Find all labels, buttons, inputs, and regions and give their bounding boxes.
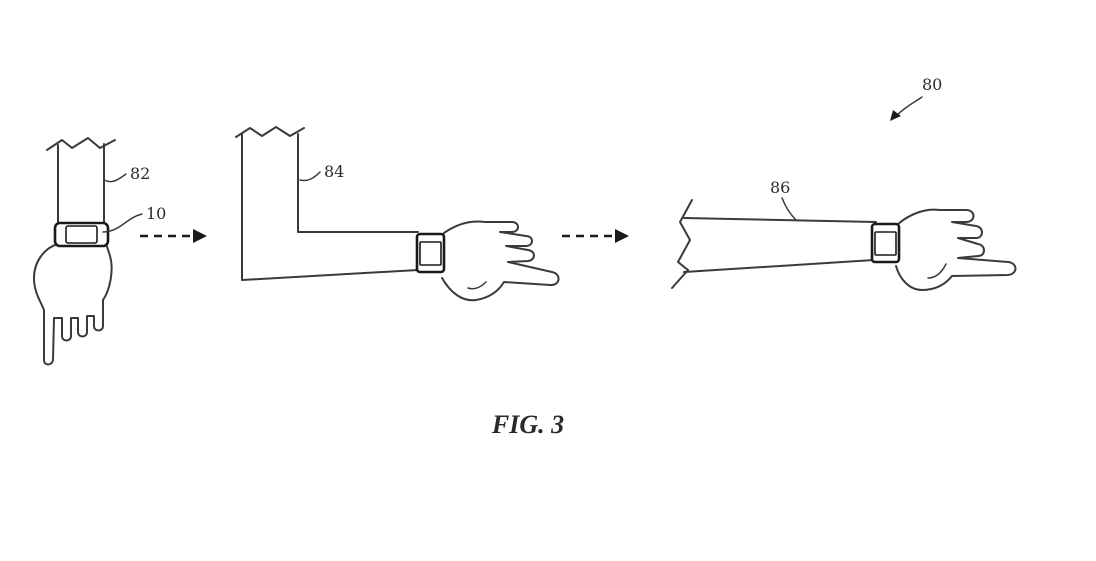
ref-80-group: 80 <box>890 75 942 121</box>
ref-80-arrowhead <box>890 110 901 121</box>
ref-84-leader <box>299 171 321 182</box>
ref-label-10: 10 <box>146 204 166 223</box>
arm-extended-cut-mark <box>671 199 693 289</box>
arm-bent-pose: 84 <box>235 126 560 302</box>
watch-86-screen <box>874 231 897 256</box>
ref-80-leader <box>895 96 923 117</box>
ref-82-leader <box>103 173 127 183</box>
ref-label-86: 86 <box>770 178 790 197</box>
figure-caption: FIG. 3 <box>491 410 564 439</box>
arm-bent-inner-edge <box>297 133 419 233</box>
ref-label-82: 82 <box>130 164 150 183</box>
transition-arrow-2 <box>562 229 629 243</box>
arm-bent-cut-mark <box>235 126 305 138</box>
ref-label-80: 80 <box>922 75 942 94</box>
ref-10-leader <box>102 213 143 233</box>
hand-extended-thumb-crease <box>927 263 947 279</box>
hand-extended-pose <box>895 208 1017 291</box>
transition-arrow-2-head <box>615 229 629 243</box>
arm-bent-outer-edge <box>241 133 419 281</box>
arm-extended-pose: 86 <box>671 178 1017 291</box>
ref-86-leader <box>781 197 797 221</box>
transition-arrow-1 <box>140 229 207 243</box>
arm-extended-top-edge <box>683 217 877 223</box>
ref-label-84: 84 <box>324 162 344 181</box>
arm-down-pose: 82 10 <box>33 137 166 366</box>
transition-arrow-1-head <box>193 229 207 243</box>
watch-84-screen <box>419 241 442 266</box>
arm-extended-bottom-edge <box>683 259 875 273</box>
arm-down-cut-mark <box>46 137 116 151</box>
watch-82-screen <box>65 225 98 244</box>
hand-bent-pose <box>439 220 560 302</box>
hand-bent-thumb-crease <box>467 281 487 290</box>
hand-pointing-down <box>33 239 113 366</box>
